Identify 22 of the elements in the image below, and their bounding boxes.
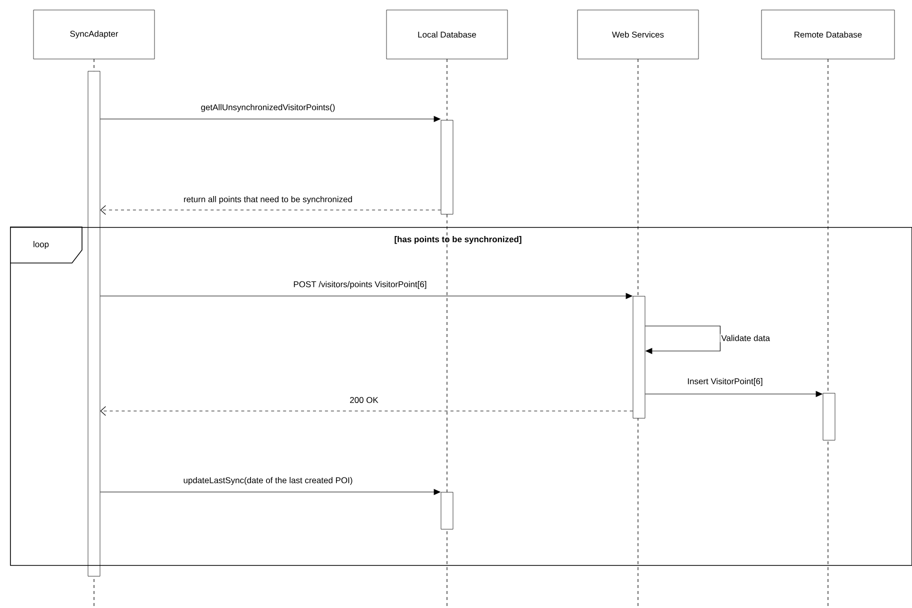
message-label: getAllUnsynchronizedVisitorPoints() xyxy=(200,103,336,113)
activation-bar xyxy=(440,120,454,214)
message-label: return all points that need to be synchronized xyxy=(182,195,354,205)
message-label: 200 OK xyxy=(348,396,380,404)
loop-frame xyxy=(10,227,912,566)
activation-bar xyxy=(440,492,454,530)
message-label: Insert VisitorPoint[6] xyxy=(686,377,764,387)
message-arrow xyxy=(644,326,720,354)
loop-guard: [has points to be synchronized] xyxy=(394,236,522,244)
message-label: updateLastSync(date of the last created POI) xyxy=(182,476,354,486)
lifeline-head: SyncAdapter xyxy=(33,10,155,60)
lifeline-head: Local Database xyxy=(386,10,508,60)
lifeline-head: Remote Database xyxy=(761,10,895,60)
activation-bar xyxy=(822,393,836,440)
message-arrow xyxy=(100,205,442,215)
message-arrow xyxy=(100,406,634,416)
activation-bar xyxy=(632,296,646,418)
activation-bar xyxy=(88,71,100,576)
message-label: Validate data xyxy=(720,334,771,342)
message-label: POST /visitors/points VisitorPoint[6] xyxy=(292,280,428,290)
loop-tab: loop xyxy=(10,226,82,264)
lifeline-head: Web Services xyxy=(577,10,699,60)
